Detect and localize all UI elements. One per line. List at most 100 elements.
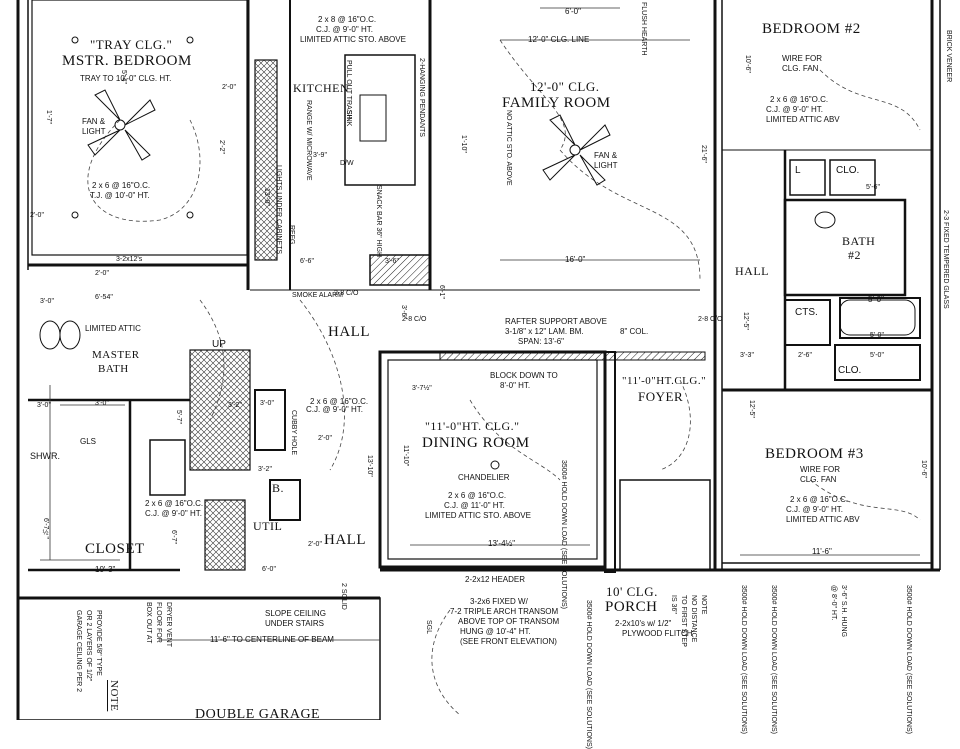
util-name: UTIL — [253, 519, 283, 533]
closet-l: L — [795, 165, 801, 176]
interior-walls — [17, 0, 932, 720]
dim-35: 3'-0" — [37, 402, 51, 409]
dim-10: 2-8 C/O — [402, 316, 427, 323]
dim-19: 6'-0" — [262, 566, 276, 573]
master-bath-name: MASTER — [92, 349, 140, 361]
master-bath-gls: GLS — [80, 437, 97, 446]
master-bedroom-tray: TRAY TO 10'-0" CLG. HT. — [80, 74, 172, 83]
bedroom3-cj: C.J. @ 9'-0" HT. — [786, 505, 843, 514]
dim-23: 5'-0" — [870, 332, 884, 339]
dim-25: 3'-3" — [740, 352, 754, 359]
master-bedroom-fan: FAN & — [82, 117, 106, 126]
hold-3: 3500# HOLD DOWN LOAD (SEE SOLUTIONS) — [905, 585, 912, 734]
dim-16: 11'-10" — [402, 445, 409, 467]
bedroom3-attic: LIMITED ATTIC ABV — [786, 515, 860, 524]
kitchen-dim-d: 6'-6" — [300, 258, 314, 265]
bedroom2-cj: C.J. @ 9'-0" HT. — [766, 105, 823, 114]
brick-veneer: BRICK VENEER — [945, 30, 952, 83]
electrical-dashed-lines — [87, 39, 921, 716]
kitchen-pull-out: PULL OUT TRASH — [345, 60, 352, 120]
dining-joist: 2 x 6 @ 16"O.C. — [448, 491, 507, 500]
family-room-name: FAMILY ROOM — [502, 95, 611, 111]
garage-name: DOUBLE GARAGE — [195, 707, 321, 722]
dining-ceiling: "11'-0"HT. CLG." — [425, 419, 520, 433]
dim-17: 2'-0" — [318, 435, 332, 442]
hold-4: 3500# HOLD DOWN LOAD (SEE SOLUTIONS) — [585, 600, 592, 749]
master-bedroom-joist: 2 x 6 @ 16"O.C. — [92, 181, 151, 190]
family-room-ceiling: 12'-0" CLG. — [530, 79, 600, 94]
closet-joist: 2 x 6 @ 16"O.C. — [145, 499, 204, 508]
dim-41: 3'-0" — [260, 400, 274, 407]
bedroom2-joist: 2 x 6 @ 16"O.C. — [770, 95, 829, 104]
dimension-lines — [40, 7, 920, 641]
dim-4: 3'-2" — [228, 402, 242, 409]
dim-7: 3'-0" — [95, 400, 109, 407]
bedroom3-fan: CLG. FAN — [800, 475, 837, 484]
dim-6: 3'-0" — [40, 298, 54, 305]
porch-flitch2: PLYWOOD FLITCH — [622, 629, 693, 638]
solid: 2 SOLID — [340, 583, 347, 610]
dining-cj: C.J. @ 11'-0" HT. — [444, 501, 505, 510]
master-bath-limited: LIMITED ATTIC — [85, 324, 141, 333]
kitchen-pendants: 2-HANGING PENDANTS — [418, 58, 425, 137]
transom-1: 3-2x6 FIXED W/ — [470, 597, 528, 606]
foyer-ceiling: "11'-0"HT.CLG." — [622, 375, 707, 387]
kitchen-snack: SNACK BAR 36" HIGH — [375, 185, 382, 258]
master-bath-name2: BATH — [98, 363, 129, 375]
kitchen-range: RANGE W/ MICROWAVE — [305, 100, 312, 181]
kitchen-sink: SINK — [345, 110, 352, 127]
dryer-3: BOX OUT AT — [145, 602, 152, 644]
dim-18: 2'-0" — [308, 541, 322, 548]
dim-33: 1'-10" — [460, 135, 467, 153]
dining-chandelier: CHANDELIER — [458, 473, 510, 482]
kitchen-dim-a: 3'-9" — [313, 152, 327, 159]
dim-36: 2'-0" — [95, 270, 109, 277]
master-bedroom-ceiling: "TRAY CLG." — [90, 37, 173, 52]
centerline: 11'-6" TO CENTERLINE OF BEAM — [210, 635, 334, 644]
note-4: IS 36" — [670, 595, 677, 614]
fixtures — [39, 36, 916, 470]
dim-32: 3-2x12's — [116, 256, 143, 263]
dim-30: 2-8 C/O — [334, 290, 359, 297]
sh-hung-1: 3'-6" S.H. HUNG — [840, 585, 847, 638]
lam-beam: 3-1/8" x 12" LAM. BM. — [505, 327, 584, 336]
closet-clo1: CLO. — [836, 165, 860, 176]
kitchen-dim-b: 13'-0" — [263, 188, 270, 206]
util-b: B. — [272, 481, 285, 495]
dim-40: 6'-7" — [170, 530, 177, 544]
dining-header: 2-2x12 HEADER — [465, 575, 526, 584]
bedroom2-name: BEDROOM #2 — [762, 21, 861, 37]
attic-joist: 2 x 6 @ 16"O.C. — [310, 397, 369, 406]
bedroom3-width: 11'-6" — [812, 547, 832, 556]
slope-2: UNDER STAIRS — [265, 619, 324, 628]
provide-2: OR 2 LAYERS OF 1/2" — [85, 610, 92, 682]
stair-up: UP — [212, 339, 226, 350]
dining-block2: 8'-0" HT. — [500, 381, 531, 390]
dim-29: 10'-6" — [920, 460, 927, 478]
foyer-name: FOYER — [638, 389, 684, 404]
kitchen-dw: D/W — [340, 160, 354, 167]
bath2-dim: 5'-0" — [868, 295, 884, 304]
dryer-2: FLOOR FOR — [155, 602, 162, 643]
closet-cts: CTS. — [795, 307, 818, 318]
dining-width: 13'-4½" — [488, 539, 516, 548]
bedroom2-attic: LIMITED ATTIC ABV — [766, 115, 840, 124]
dim-5: 6'-54" — [95, 294, 113, 301]
dim-28: 10'-6" — [744, 55, 751, 73]
kitchen-lights: LIGHTS UNDER CABINETS — [275, 165, 282, 255]
dining-block: BLOCK DOWN TO — [490, 371, 558, 380]
bath2-num: #2 — [848, 248, 861, 262]
bedroom3-joist: 2 x 6 @ 16"O.C. — [790, 495, 849, 504]
hall-c-name: HALL — [735, 264, 769, 278]
hold-2: 3500# HOLD DOWN LOAD (SEE SOLUTIONS) — [770, 585, 777, 734]
bedroom2-fan: CLG. FAN — [782, 64, 819, 73]
dim-9: 6'-7½" — [42, 518, 49, 539]
rafter-support: RAFTER SUPPORT ABOVE — [505, 317, 607, 326]
master-bath-shwr: SHWR. — [30, 451, 60, 461]
column: 8" COL. — [620, 327, 649, 336]
dim-11: 2-8 C/O — [698, 316, 723, 323]
floor-plan-drawing — [16, 0, 941, 720]
dim-34: 12'-5" — [748, 400, 755, 418]
dim-37: 5'-4" — [120, 70, 127, 84]
porch-ceiling: 10' CLG. — [606, 584, 658, 599]
